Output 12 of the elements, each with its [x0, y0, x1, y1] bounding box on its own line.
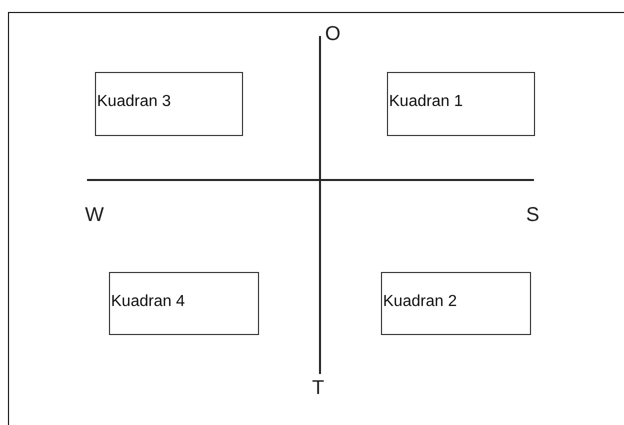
axis-label: T — [312, 378, 324, 398]
quadrant-label: Kuadran 2 — [383, 293, 457, 311]
axis-label: W — [85, 205, 104, 225]
quadrant-label: Kuadran 1 — [389, 93, 463, 111]
quadrant-box — [95, 72, 243, 136]
quadrant-box — [381, 272, 531, 335]
axis-label: S — [526, 205, 540, 225]
quadrant-label: Kuadran 4 — [111, 293, 185, 311]
quadrant-label: Kuadran 3 — [97, 93, 171, 111]
axis-label: O — [325, 24, 341, 44]
quadrant-box — [109, 272, 259, 335]
quadrant-box — [387, 72, 535, 136]
